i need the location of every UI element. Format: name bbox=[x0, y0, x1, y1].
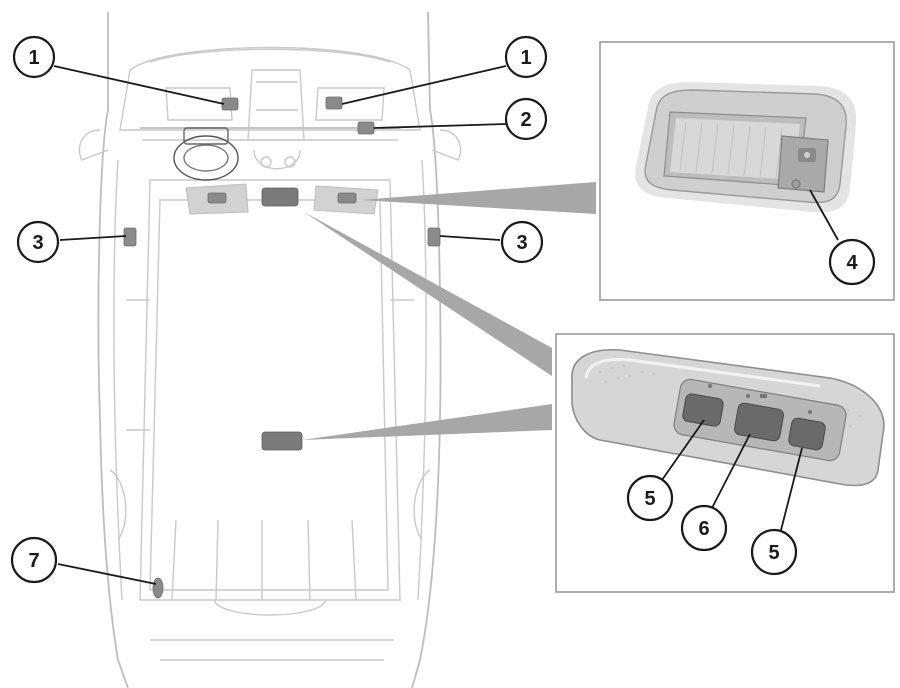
callout-3-right: 3 bbox=[500, 220, 544, 264]
callout-1-right: 1 bbox=[504, 35, 548, 79]
lamp-front-centre bbox=[261, 187, 299, 207]
svg-text:5: 5 bbox=[768, 542, 779, 564]
vehicle-outline bbox=[78, 11, 462, 688]
lamp-locations bbox=[123, 96, 441, 599]
svg-text:7: 7 bbox=[28, 550, 39, 572]
beam-to-panel-5-6-upper bbox=[304, 212, 552, 376]
beam-to-panel-4 bbox=[360, 182, 596, 214]
off-icon bbox=[746, 394, 750, 398]
map-lamp-icon bbox=[708, 384, 712, 388]
callout-4: 4 bbox=[828, 238, 876, 286]
callout-5-left: 5 bbox=[626, 474, 674, 522]
svg-text:1: 1 bbox=[28, 47, 39, 69]
lamp-front-left bbox=[207, 192, 227, 204]
callout-3-left: 3 bbox=[16, 220, 60, 264]
lamp-7 bbox=[152, 577, 164, 599]
door-mode-icon bbox=[760, 394, 767, 398]
svg-text:4: 4 bbox=[846, 252, 858, 274]
lamp-3-right bbox=[427, 227, 441, 247]
lamp-1-right bbox=[325, 96, 343, 110]
callout-1-left: 1 bbox=[12, 35, 56, 79]
lamp-rear-centre bbox=[261, 431, 303, 451]
lamp-5-right-switch bbox=[788, 417, 826, 451]
detail-beams bbox=[302, 182, 596, 440]
lamp-front-right bbox=[337, 192, 357, 204]
detail-panel-5-6 bbox=[555, 333, 895, 593]
svg-text:3: 3 bbox=[32, 232, 43, 254]
svg-text:2: 2 bbox=[520, 109, 531, 131]
lamp-6-switch bbox=[734, 402, 784, 442]
svg-text:6: 6 bbox=[698, 518, 709, 540]
callout-5-right: 5 bbox=[750, 528, 798, 576]
callout-7: 7 bbox=[10, 536, 58, 584]
callout-6: 6 bbox=[680, 504, 728, 552]
lamp-2 bbox=[357, 121, 375, 135]
map-lamp-icon bbox=[808, 410, 812, 414]
callout-2: 2 bbox=[504, 97, 548, 141]
beam-to-panel-5-6-lower bbox=[302, 404, 552, 440]
lamp-1-left bbox=[221, 97, 239, 111]
leader-lines bbox=[53, 65, 839, 585]
callouts: 1 1 2 3 3 4 5 6 bbox=[10, 35, 876, 584]
lamp-3-left bbox=[123, 227, 137, 247]
svg-text:5: 5 bbox=[644, 488, 655, 510]
door-icon bbox=[791, 179, 801, 189]
svg-text:3: 3 bbox=[516, 232, 527, 254]
svg-text:1: 1 bbox=[520, 47, 531, 69]
